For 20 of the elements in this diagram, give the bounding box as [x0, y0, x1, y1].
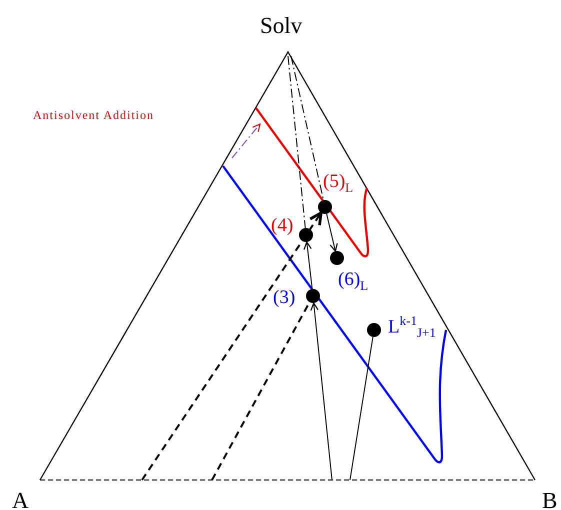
data-point	[306, 289, 320, 303]
arrow	[303, 241, 313, 290]
data-point	[330, 251, 344, 265]
data-point	[299, 228, 313, 242]
arrow	[310, 302, 332, 480]
annotation: Antisolvent Addition	[33, 109, 154, 121]
point-label: (5)$_{L}$	[323, 172, 354, 194]
vertex-label: A	[12, 489, 29, 510]
arrow	[326, 213, 338, 252]
data-point	[318, 200, 332, 214]
vertex-label: Solv	[260, 14, 302, 37]
point-label: (3)	[273, 288, 296, 307]
point-label: (4)	[271, 216, 294, 235]
connector-line	[350, 336, 374, 480]
connector-line	[290, 56, 324, 201]
data-point	[367, 323, 381, 337]
vertex-label: B	[542, 489, 558, 510]
point-label: (6)$_{L}$	[338, 270, 368, 292]
connector-line	[288, 56, 306, 228]
arrow	[141, 211, 322, 481]
